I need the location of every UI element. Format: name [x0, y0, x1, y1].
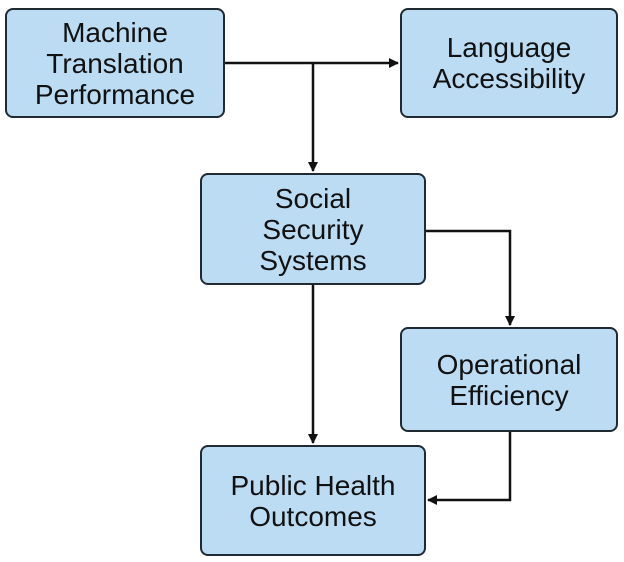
node-label: Public Health Outcomes [230, 469, 396, 532]
node-label: Operational Efficiency [436, 348, 582, 411]
edge-social-security-to-operational-efficiency [426, 229, 515, 326]
node-machine-translation-performance: Machine Translation Performance [5, 8, 225, 118]
node-label: Social Security Systems [259, 182, 367, 276]
node-public-health-outcomes: Public Health Outcomes [200, 445, 426, 556]
node-operational-efficiency: Operational Efficiency [400, 327, 618, 432]
node-label: Language Accessibility [432, 32, 586, 94]
edge-operational-efficiency-to-public-health [427, 432, 512, 505]
node-social-security-systems: Social Security Systems [200, 173, 426, 285]
node-language-accessibility: Language Accessibility [400, 8, 618, 118]
node-label: Machine Translation Performance [34, 16, 196, 110]
